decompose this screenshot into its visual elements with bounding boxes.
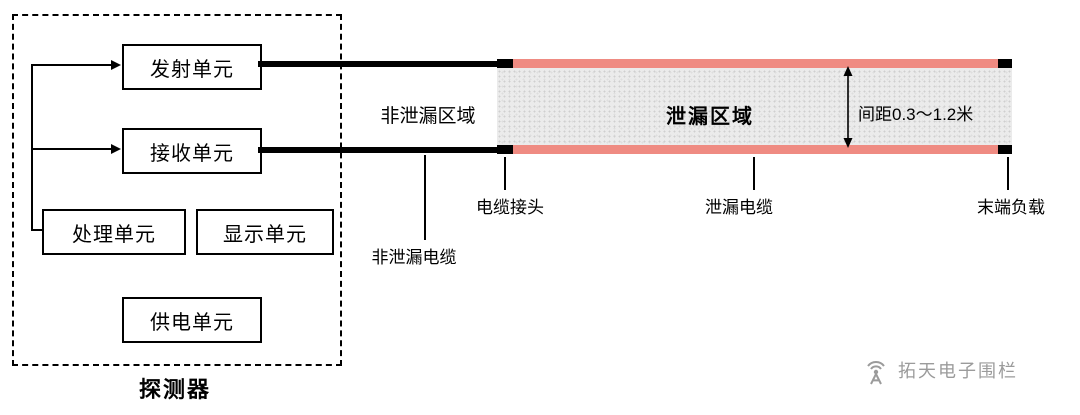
- power-unit-box: 供电单元: [122, 297, 262, 343]
- non-leaky-cable-leader-line: [424, 155, 426, 240]
- leak-region: [497, 59, 1012, 154]
- non-leaky-cable-label: 非泄漏电缆: [371, 248, 457, 267]
- detector-enclosure: [12, 14, 342, 366]
- end-load-leader-line: [1007, 157, 1009, 190]
- receive-unit-box: 接收单元: [122, 128, 262, 174]
- spacing-label: 间距0.3～1.2米: [858, 105, 974, 124]
- process-unit-box: 处理单元: [42, 209, 186, 255]
- watermark-text: 拓天电子围栏: [898, 361, 1018, 381]
- watermark: 拓天电子围栏: [858, 352, 1018, 388]
- leaky-cable-leader-line: [753, 157, 755, 190]
- transmit-unit-box: 发射单元: [122, 44, 262, 90]
- signal-tower-icon: [867, 361, 885, 385]
- end-load-label: 末端负载: [977, 198, 1045, 217]
- leaky-cable-label: 泄漏电缆: [705, 198, 773, 217]
- leaky-cable-bottom: [497, 145, 1012, 154]
- transmit-branch-line: [31, 64, 111, 66]
- non-leaky-cable-top: [258, 61, 508, 67]
- leaky-cable-top: [497, 59, 1012, 68]
- non-leak-area-label: 非泄漏区域: [380, 106, 476, 127]
- detector-bus-line: [31, 64, 33, 231]
- leak-area-label: 泄漏区域: [666, 106, 754, 128]
- non-leaky-cable-bottom: [258, 147, 508, 153]
- connector-leader-line: [504, 157, 506, 190]
- display-unit-box: 显示单元: [196, 209, 334, 255]
- receive-branch-line: [31, 148, 111, 150]
- process-branch-line: [31, 229, 43, 231]
- transmit-arrowhead-icon: [111, 60, 121, 70]
- detector-label: 探测器: [138, 377, 211, 402]
- connector-label: 电缆接头: [476, 198, 544, 217]
- spacing-dimension-arrow-icon: [843, 66, 853, 148]
- receive-arrowhead-icon: [111, 144, 121, 154]
